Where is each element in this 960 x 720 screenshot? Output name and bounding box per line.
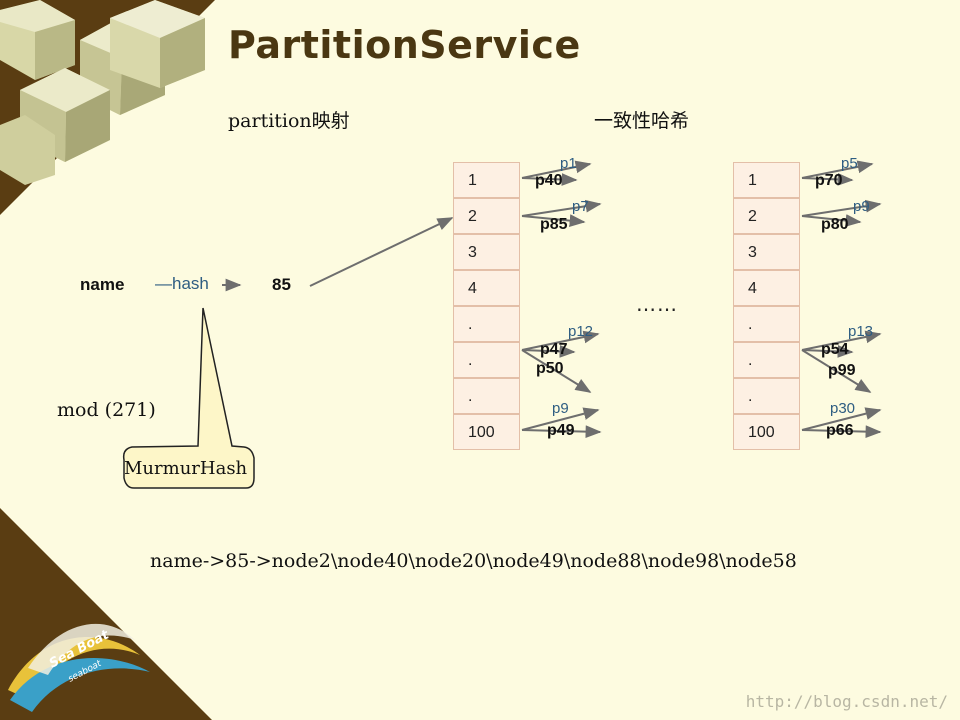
partition-mapping-label: partition映射	[228, 110, 350, 132]
table-row: 4	[453, 270, 520, 306]
table-row: .	[733, 378, 800, 414]
partition-label: p40	[535, 172, 563, 189]
consistent-hashing-label: 一致性哈希	[594, 110, 690, 132]
table-row: .	[453, 306, 520, 342]
table-row: 3	[453, 234, 520, 270]
partition-label: p12	[568, 323, 594, 340]
watermark: http://blog.csdn.net/	[745, 692, 948, 711]
partition-label: p1	[560, 155, 577, 172]
partition-label: p30	[830, 400, 856, 417]
table2-arrows	[801, 160, 882, 439]
table-row: 1	[733, 162, 800, 198]
value-to-table-arrow	[309, 217, 454, 287]
table-row: .	[733, 342, 800, 378]
murmurhash-label: MurmurHash	[124, 458, 248, 479]
hexagon-blocks-icon	[0, 0, 205, 185]
table-row: .	[453, 378, 520, 414]
hash-value: 85	[272, 275, 291, 294]
table-row: 1	[453, 162, 520, 198]
route-text: name->85->node2\node40\node20\node49\nod…	[150, 550, 797, 572]
partition-label: p47	[540, 341, 568, 358]
name-label: name	[80, 275, 125, 294]
partition-label: p13	[848, 323, 874, 340]
table1-arrows	[521, 160, 602, 439]
table-row: 100	[733, 414, 800, 450]
partition-label: p70	[815, 172, 843, 189]
partition-label: p50	[536, 360, 564, 377]
partition-label: p85	[540, 216, 568, 233]
page-title: PartitionService	[228, 23, 581, 67]
table-row: .	[453, 342, 520, 378]
table-row: 3	[733, 234, 800, 270]
table-row: 2	[733, 198, 800, 234]
table-row: 100	[453, 414, 520, 450]
partition-label: p66	[826, 422, 854, 439]
partition-label: p7	[572, 198, 589, 215]
partition-label: p54	[821, 341, 849, 358]
table-row: 4	[733, 270, 800, 306]
partition-label: p99	[828, 362, 856, 379]
ellipsis: ……	[636, 292, 678, 316]
partition-label: p9	[853, 198, 870, 215]
table-row: 2	[453, 198, 520, 234]
mod-label: mod (271)	[57, 399, 156, 421]
partition-label: p5	[841, 155, 858, 172]
hash-label: —hash	[155, 274, 209, 293]
partition-label: p49	[547, 422, 575, 439]
partition-label: p80	[821, 216, 849, 233]
murmurhash-callout	[122, 307, 255, 489]
partition-label: p9	[552, 400, 569, 417]
table-row: .	[733, 306, 800, 342]
